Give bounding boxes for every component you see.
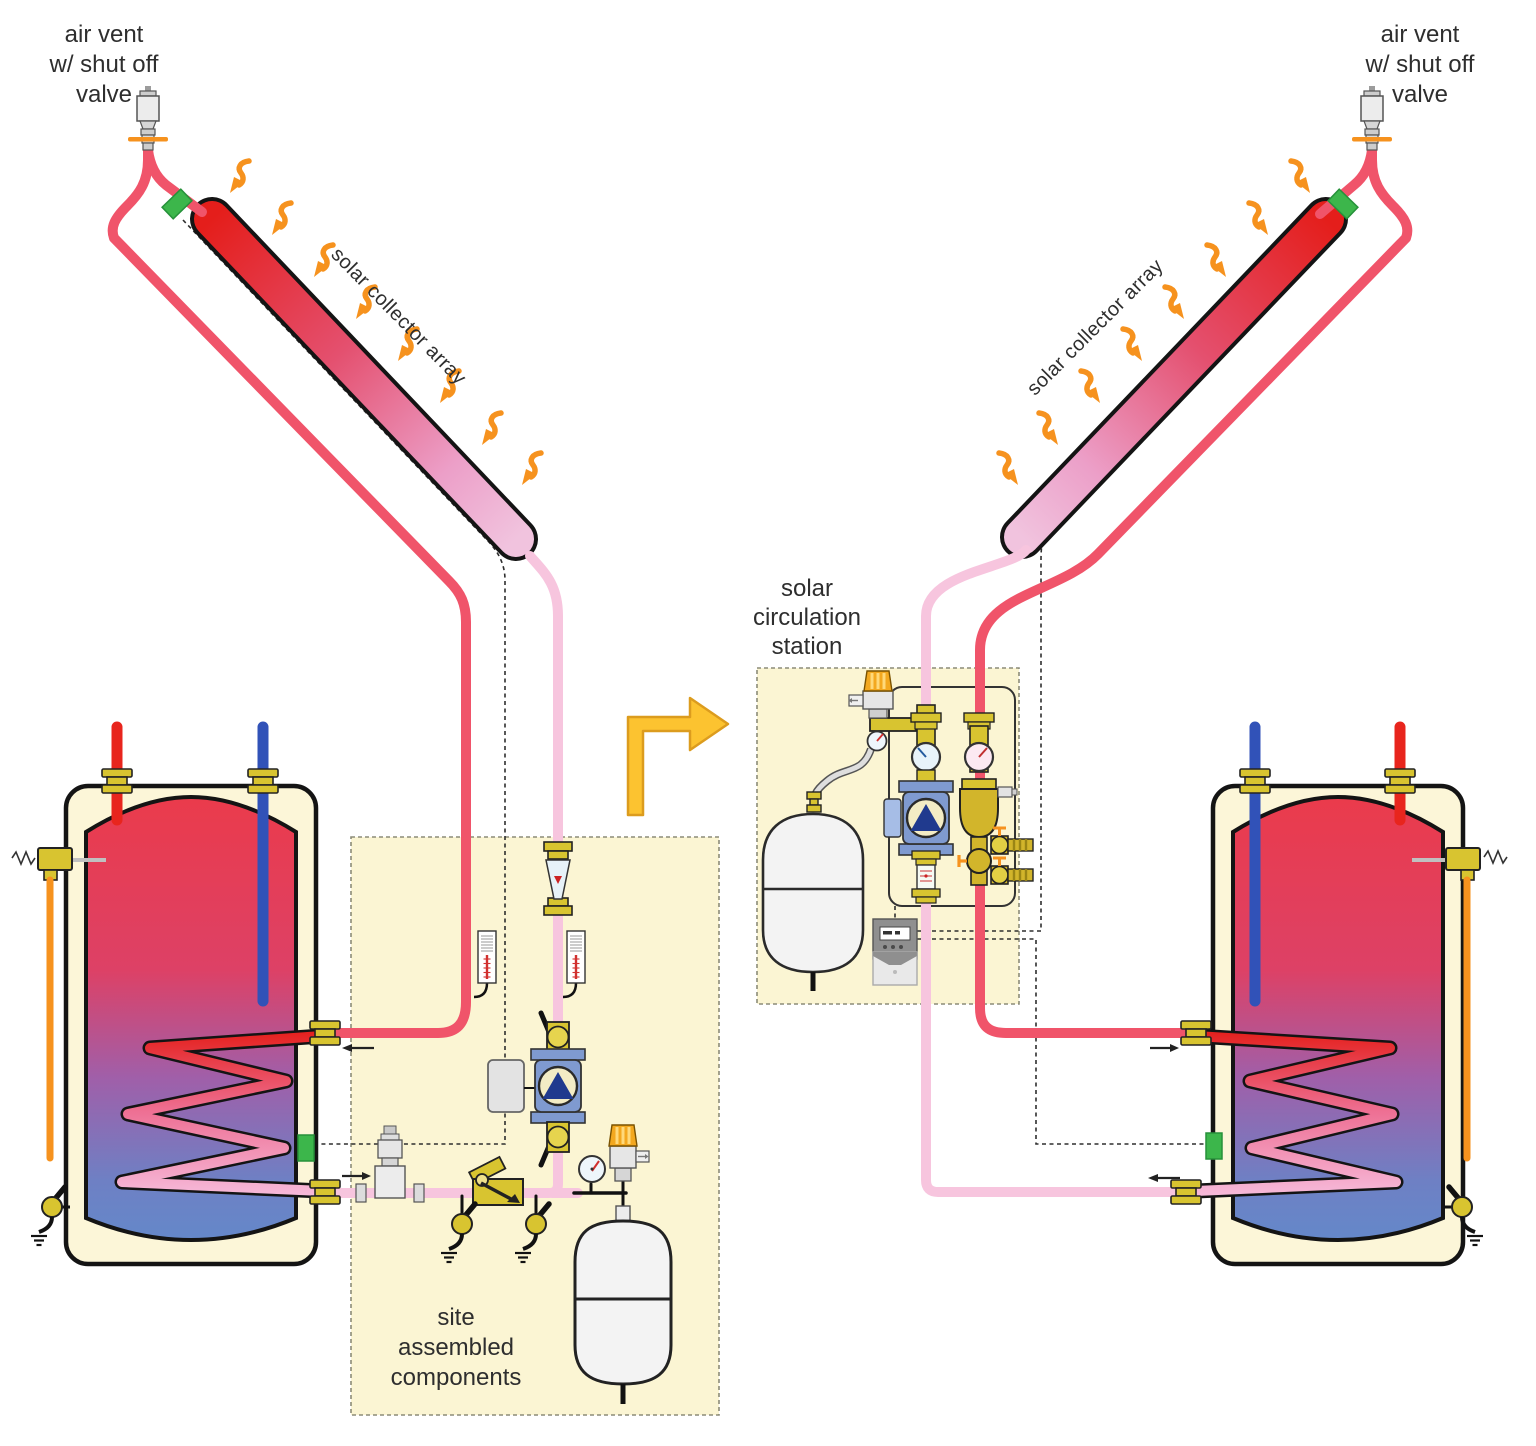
collector-sensor-left — [161, 188, 193, 220]
storage-tank-left — [11, 721, 330, 1267]
pump-station-frame — [888, 686, 1016, 907]
hot-supply-pipe-left — [107, 145, 471, 1038]
tank-sensor — [297, 1134, 315, 1162]
station-return-column — [883, 704, 955, 904]
circulation-station-label: solar circulation station — [752, 575, 862, 660]
solar-collector-left — [190, 197, 538, 561]
tp-relief-valve — [11, 847, 106, 1162]
solar-collector-right — [1000, 197, 1348, 559]
solar-controller — [872, 918, 918, 986]
isolation-valve-bottom — [546, 1121, 570, 1153]
tp-relief-valve — [1412, 847, 1508, 1162]
site-assembled-label: site assembled components — [390, 1304, 522, 1391]
tank-sensor — [1205, 1132, 1223, 1160]
check-valve — [467, 1155, 524, 1206]
hose-bib-bottom — [990, 856, 1034, 885]
inline-air-separator — [355, 1125, 425, 1203]
expansion-tank — [573, 1205, 673, 1404]
pump-control-box — [487, 1059, 525, 1113]
site-assembled-components — [355, 841, 673, 1404]
right-tank-sensor-wire — [917, 938, 1208, 1145]
station-pump — [897, 779, 955, 857]
station-expansion-tank — [761, 791, 865, 991]
station-supply-column — [957, 712, 1034, 886]
pressure-gauge — [578, 1155, 606, 1183]
flow-arrows — [342, 1044, 1180, 1182]
piping — [107, 145, 1413, 1217]
sun-rays-left — [230, 161, 541, 485]
fill-valve-body — [966, 848, 992, 874]
tank-drain-valve — [31, 1187, 65, 1245]
solar-circulation-station — [761, 670, 1034, 991]
air-separator — [959, 788, 999, 839]
thermometer-return — [565, 929, 587, 985]
sun-rays-right — [999, 161, 1310, 485]
hose-bib-top — [990, 826, 1034, 855]
left-sensor-wire — [182, 219, 506, 1145]
cool-return-pipe-right — [921, 545, 1197, 1197]
thermometer-supply — [476, 929, 498, 985]
pressure-relief-valve — [608, 1124, 650, 1182]
air-vent-label-right: air vent w/ shut off valve — [1365, 21, 1475, 108]
hot-supply-pipe-right — [975, 145, 1413, 1038]
callout-arrow — [626, 696, 730, 817]
air-vent-label-left: air vent w/ shut off valve — [49, 21, 159, 108]
storage-tank-right — [1188, 721, 1508, 1267]
flow-meter — [543, 841, 573, 916]
circulator-pump — [529, 1047, 587, 1125]
isolation-valve-top — [546, 1021, 570, 1053]
